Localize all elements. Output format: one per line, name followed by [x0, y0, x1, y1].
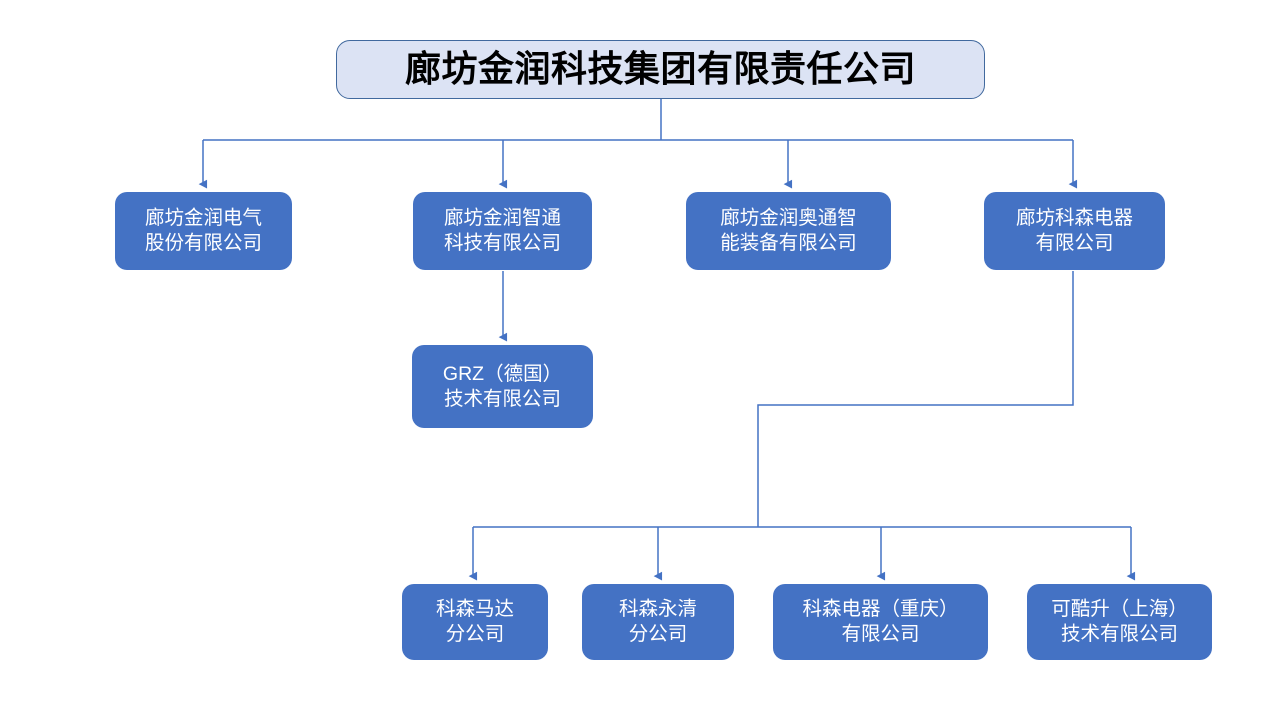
node-jinrun-aotong-label: 廊坊金润奥通智 能装备有限公司 — [720, 207, 857, 254]
node-kesen-dianqi[interactable]: 廊坊科森电器 有限公司 — [984, 192, 1165, 270]
node-jinrun-dianqi-label: 廊坊金润电气 股份有限公司 — [144, 207, 262, 254]
node-kesen-dianqi-label: 廊坊科森电器 有限公司 — [1015, 207, 1133, 254]
node-root-label: 廊坊金润科技集团有限责任公司 — [404, 48, 916, 90]
node-kekusheng-shanghai-label: 可酷升（上海） 技术有限公司 — [1051, 598, 1188, 645]
node-kesen-chongqing-label: 科森电器（重庆） 有限公司 — [802, 598, 959, 645]
node-jinrun-aotong[interactable]: 廊坊金润奥通智 能装备有限公司 — [686, 192, 891, 270]
connector-kesen-elbow — [757, 271, 1074, 527]
node-jinrun-dianqi[interactable]: 廊坊金润电气 股份有限公司 — [115, 192, 292, 270]
node-kesen-mada[interactable]: 科森马达 分公司 — [402, 584, 548, 660]
node-grz-germany-label: GRZ（德国） 技术有限公司 — [442, 362, 563, 410]
node-jinrun-zhitong-label: 廊坊金润智通 科技有限公司 — [443, 207, 561, 254]
node-jinrun-zhitong[interactable]: 廊坊金润智通 科技有限公司 — [413, 192, 592, 270]
node-grz-germany[interactable]: GRZ（德国） 技术有限公司 — [412, 345, 593, 428]
node-kesen-yongqing[interactable]: 科森永清 分公司 — [582, 584, 734, 660]
node-kesen-chongqing[interactable]: 科森电器（重庆） 有限公司 — [773, 584, 988, 660]
node-root[interactable]: 廊坊金润科技集团有限责任公司 — [336, 40, 985, 99]
node-kesen-mada-label: 科森马达 分公司 — [435, 598, 514, 645]
node-kesen-yongqing-label: 科森永清 分公司 — [618, 598, 697, 645]
node-kekusheng-shanghai[interactable]: 可酷升（上海） 技术有限公司 — [1027, 584, 1212, 660]
